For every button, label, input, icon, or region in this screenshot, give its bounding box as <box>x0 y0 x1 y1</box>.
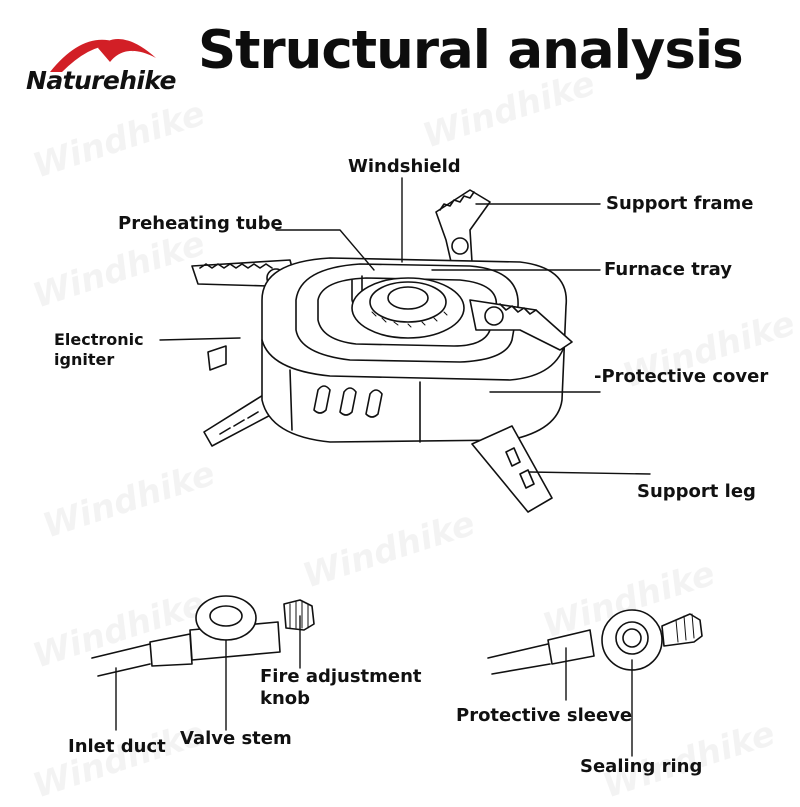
label-support-frame: Support frame <box>606 193 754 214</box>
stove-illustration <box>191 189 573 513</box>
label-protective-sleeve: Protective sleeve <box>456 705 633 726</box>
label-sealing-ring: Sealing ring <box>580 756 703 777</box>
page-title: Structural analysis <box>198 20 744 81</box>
label-preheating-tube: Preheating tube <box>118 213 283 234</box>
label-fire-adjustment-knob: Fire adjustment knob <box>260 666 422 710</box>
label-protective-cover: -Protective cover <box>594 366 769 387</box>
label-electronic-igniter-line2: igniter <box>54 350 115 369</box>
label-furnace-tray: Furnace tray <box>604 259 733 280</box>
tent-arc-logo-icon <box>50 39 156 72</box>
label-support-leg: Support leg <box>637 481 756 502</box>
label-electronic-igniter: Electronic igniter <box>54 330 144 370</box>
label-fire-adjustment-knob-line1: Fire adjustment <box>260 666 422 687</box>
label-valve-stem: Valve stem <box>180 728 292 749</box>
label-inlet-duct: Inlet duct <box>68 736 166 757</box>
label-fire-adjustment-knob-line2: knob <box>260 688 311 709</box>
brand-name: Naturehike <box>26 66 176 95</box>
valve-front-illustration <box>487 609 703 675</box>
brand-logo <box>22 18 192 108</box>
valve-side-illustration <box>91 595 315 677</box>
label-windshield: Windshield <box>348 156 461 177</box>
label-electronic-igniter-line1: Electronic <box>54 330 144 349</box>
